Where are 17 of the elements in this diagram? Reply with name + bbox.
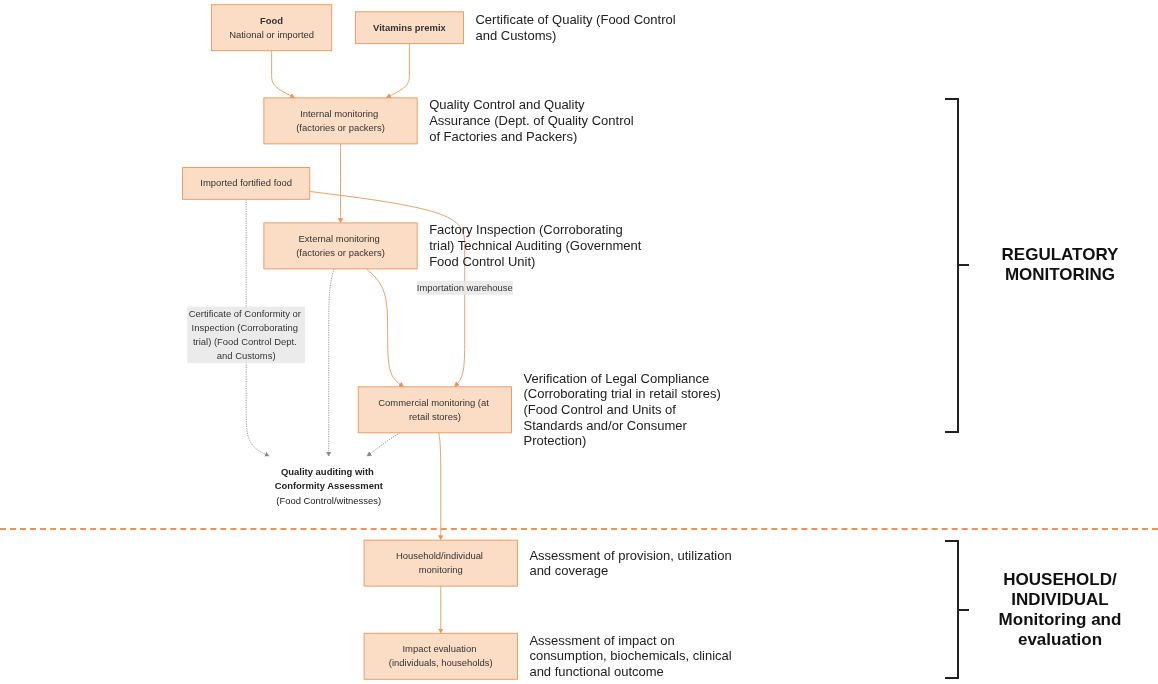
node-box: Commercial monitoring (at retail stores) xyxy=(357,386,512,434)
node-box: Household/individual monitoring xyxy=(363,539,518,587)
edge-label: Importation warehouse xyxy=(416,282,513,293)
node-box: Vitamins premix xyxy=(354,11,464,45)
node-note: Quality Control and Quality Assurance (Dept. of Quality Control of Factories and Packers) xyxy=(429,97,635,145)
node-text: Quality auditing with Conformity Assessment (Food Control/witnesses) xyxy=(274,467,383,506)
node-box: Internal monitoring (factories or packers) xyxy=(263,97,418,145)
node-box: Impact evaluation (individuals, households) xyxy=(363,632,518,680)
node-box: Food National or imported xyxy=(211,4,333,52)
node-box: External monitoring (factories or packers) xyxy=(263,222,418,270)
node-box: Imported fortified food xyxy=(182,167,311,200)
node-note: Assessment of provision, utilization and coverage xyxy=(529,547,733,579)
node-note: Assessment of impact on consumption, biochemicals, clinical and functional outcome xyxy=(529,632,733,680)
node-note: Certificate of Quality (Food Control and Customs) xyxy=(475,12,677,44)
node-note: Verification of Legal Compliance (Corroborating trial in retail stores) (Food Control and Units of Standards and/or Consumer Protection) xyxy=(523,370,722,449)
node-note: Factory Inspection (Corroborating trial) Technical Auditing (Government Food Control Unit) xyxy=(429,222,643,270)
edge-label: Certificate of Conformity or Inspection (Corroborating trial) (Food Control Dept. and Customs) xyxy=(188,308,301,361)
